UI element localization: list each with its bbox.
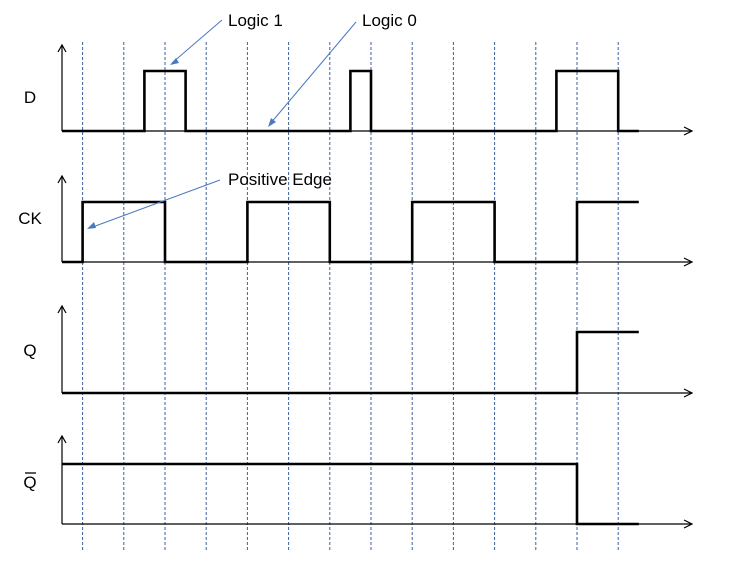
signal-ck: CK [18, 174, 694, 267]
signal-q-bar: Q [23, 434, 694, 529]
annotation-logic0: Logic 0 [268, 11, 417, 127]
annotation-logic0-arrowhead [268, 118, 276, 127]
y-axis-arrowhead [57, 174, 67, 184]
x-axis-arrowhead [683, 519, 694, 529]
y-axis-arrowhead [57, 434, 67, 444]
x-axis-arrowhead [683, 257, 694, 267]
annotation-logic1-arrow [171, 19, 223, 64]
signal-label-d: D [24, 88, 36, 107]
waveform-d [62, 69, 639, 133]
signal-label-ck: CK [18, 209, 42, 228]
annotation-positive-edge: Positive Edge [87, 170, 332, 229]
x-axis-arrowhead [683, 126, 694, 136]
y-axis-arrowhead [57, 304, 67, 314]
waveform-q [62, 330, 639, 395]
waveform-q-bar [62, 462, 639, 526]
annotation-logic1-arrowhead [170, 58, 179, 65]
annotation-positive-edge-arrowhead [87, 222, 96, 229]
x-axis-arrowhead [683, 388, 694, 398]
annotation-logic1: Logic 1 [170, 11, 283, 65]
signal-label-q-bar: Q [23, 473, 36, 492]
signal-traces: D CK Q Q [18, 43, 694, 529]
signal-d: D [24, 43, 694, 136]
y-axis-arrowhead [57, 43, 67, 53]
annotation-logic1-text: Logic 1 [228, 11, 283, 30]
annotation-logic0-text: Logic 0 [362, 11, 417, 30]
annotation-logic0-arrow [269, 21, 357, 125]
annotation-positive-edge-text: Positive Edge [228, 170, 332, 189]
waveform-ck [62, 200, 639, 264]
annotation-positive-edge-arrow [89, 179, 221, 229]
signal-label-q: Q [23, 341, 36, 360]
signal-q: Q [23, 304, 694, 398]
